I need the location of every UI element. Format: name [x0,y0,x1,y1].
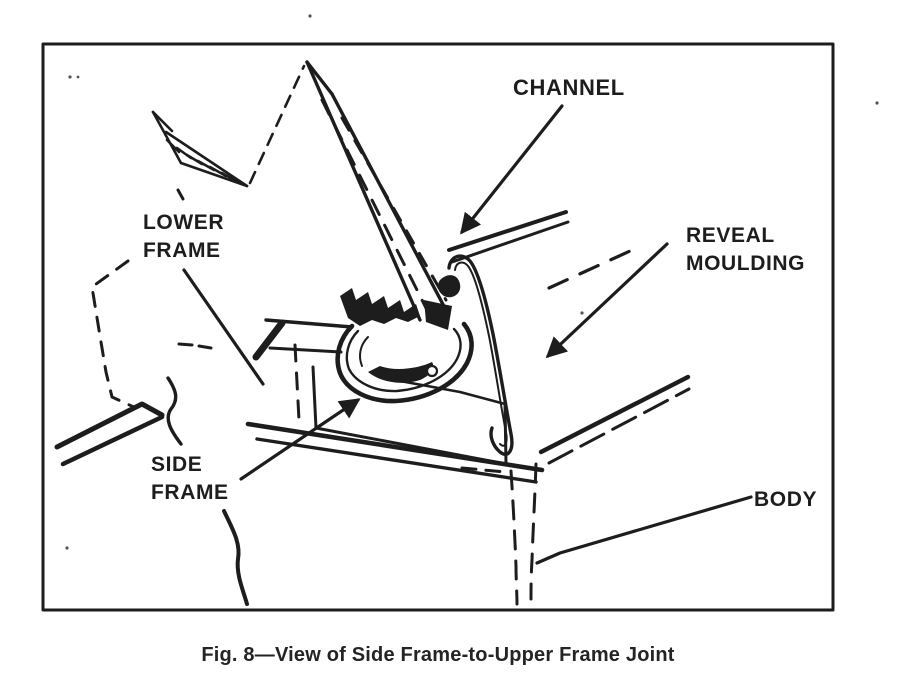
joint-assembly [252,254,514,466]
torn-edge-squiggle [166,376,183,446]
label-reveal-moulding: REVEAL MOULDING [686,222,805,278]
lower-frame-leader [182,268,265,386]
label-channel: CHANNEL [513,75,625,100]
right-rail [538,374,691,465]
channel-leader-arrow [460,104,564,235]
scan-specks [65,14,879,550]
label-side-frame: SIDE FRAME [151,451,229,507]
label-lower-frame: LOWER FRAME [143,209,224,265]
left-rail [54,401,165,467]
label-reveal-moulding-line1: REVEAL [686,224,775,247]
dashed-break-line [248,64,306,185]
dashed-door-outline [90,259,301,422]
label-side-frame-line2: FRAME [151,481,229,504]
lower-frame-pennant [151,110,249,201]
label-lower-frame-line2: FRAME [143,239,221,262]
leader-lines [182,104,753,565]
side-frame-leader-arrow [239,398,361,481]
label-body: BODY [754,488,818,511]
label-reveal-moulding-line2: MOULDING [686,252,806,275]
body-dashed-lines [460,462,538,606]
label-side-frame-line1: SIDE [151,453,203,476]
figure-caption: Fig. 8—View of Side Frame-to-Upper Frame… [201,644,675,666]
bottom-rail [245,421,545,484]
upper-frame-channel-bar [305,60,449,322]
label-lower-frame-line1: LOWER [143,211,225,234]
figure-border [41,42,835,612]
top-right-rail [447,210,570,264]
body-leader [535,495,753,565]
reveal-moulding-leader-arrow [545,242,669,359]
torn-edge-line [222,509,249,606]
reveal-moulding-dashed-leader [547,244,643,290]
